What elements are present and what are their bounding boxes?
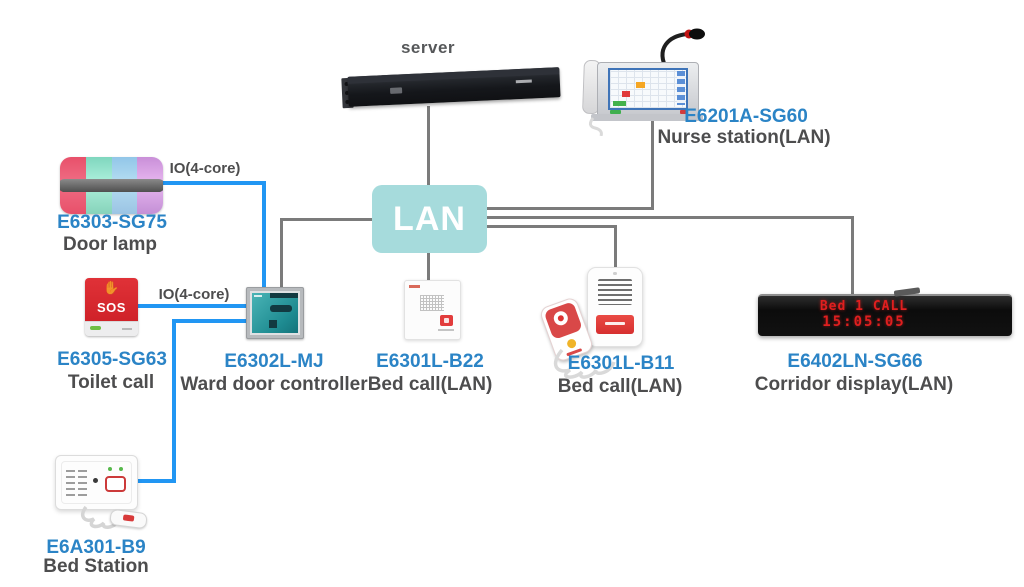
ward-door-controller-model: E6302L-MJ <box>224 351 324 372</box>
server-logo-icon <box>389 87 403 94</box>
reset-button-icon <box>90 326 101 330</box>
call-button-icon <box>596 315 634 334</box>
server-rack-icon <box>347 67 561 107</box>
hand-icon: ✋ <box>103 280 120 295</box>
bed-call-b11-name: Bed call(LAN) <box>557 376 683 397</box>
toilet-call-device: ✋ SOS <box>85 278 138 336</box>
lan-label: LAN <box>393 199 466 238</box>
nurse-station-body <box>597 62 699 118</box>
nurse-station-model: E6201A-SG60 <box>684 106 808 127</box>
bed-call-b22-model: E6301L-B22 <box>376 351 484 372</box>
toilet-call-model: E6305-SG63 <box>57 349 167 370</box>
nurse-station-device <box>582 24 715 136</box>
line-server-to-lan <box>427 106 430 187</box>
line-b11-horizontal <box>487 225 617 228</box>
line-bedstation-vertical <box>172 319 176 483</box>
line-bedstation-horizontal-bottom <box>134 479 176 483</box>
toilet-call-name: Toilet call <box>67 372 155 393</box>
mount-bracket-icon <box>893 287 921 297</box>
coiled-cord-icon <box>588 117 603 136</box>
bed-call-b11-model: E6301L-B11 <box>567 353 675 374</box>
line-lan-to-b22 <box>427 253 430 284</box>
line-doorlamp-vertical <box>262 181 266 289</box>
line-b11-vertical <box>614 225 617 273</box>
controller-screen-icon <box>252 293 298 333</box>
controller-buttons-icon <box>270 305 292 312</box>
line-controller-vertical <box>280 218 283 290</box>
call-button-icon <box>440 315 453 326</box>
bed-station-model: E6A301-B9 <box>46 537 146 558</box>
mic-hole-icon <box>93 478 98 483</box>
line-sos-to-controller <box>134 304 248 308</box>
speaker-slots-icon <box>66 470 75 496</box>
speaker-grille-icon <box>420 295 444 311</box>
led-line2: 15:05:05 <box>822 314 906 330</box>
server-label: server <box>400 38 456 57</box>
corridor-display-device: Bed 1 CALL 15:05:05 <box>758 287 1012 336</box>
door-lamp-name: Door lamp <box>63 234 157 255</box>
io-label-doorlamp: IO(4-core) <box>169 160 241 177</box>
pendant-call-button-icon <box>122 514 135 522</box>
nurse-station-name: Nurse station(LAN) <box>657 127 831 148</box>
corridor-display-model: E6402LN-SG66 <box>787 351 923 372</box>
server-tag-icon <box>515 79 532 84</box>
door-lamp-model: E6303-SG75 <box>57 212 167 233</box>
server-device <box>330 58 570 118</box>
corridor-display-name: Corridor display(LAN) <box>754 374 954 395</box>
led-display: Bed 1 CALL 15:05:05 <box>796 299 932 330</box>
line-controller-horizontal <box>280 218 374 221</box>
coiled-cord-icon <box>553 348 616 379</box>
call-button-icon <box>105 476 126 492</box>
bed-station-device <box>55 455 138 510</box>
line-doorlamp-horizontal <box>158 181 266 185</box>
io-label-sos: IO(4-core) <box>158 286 230 303</box>
ward-door-controller-name: Ward door controller <box>180 374 368 395</box>
bed-call-b11-device <box>587 267 643 347</box>
line-nurse-horizontal <box>487 207 654 210</box>
door-lamp-band-icon <box>60 179 163 192</box>
bed-call-b22-name: Bed call(LAN) <box>367 374 493 395</box>
line-corridor-vertical <box>851 216 854 296</box>
bed-call-b22-device <box>404 280 461 340</box>
bed-station-name: Bed Station <box>43 556 149 577</box>
touchscreen-icon <box>608 68 688 110</box>
brand-mark-icon <box>409 285 420 288</box>
line-bedstation-horizontal-top <box>172 319 250 323</box>
door-lamp-device <box>60 157 163 214</box>
led-line1: Bed 1 CALL <box>819 299 909 314</box>
coiled-cord-icon <box>81 505 120 529</box>
sos-button-label: SOS <box>97 300 126 315</box>
line-nurse-vertical <box>651 108 654 210</box>
status-led-icon <box>108 467 112 471</box>
line-corridor-horizontal <box>487 216 854 219</box>
lan-node: LAN <box>372 185 487 253</box>
ward-door-controller-device <box>246 287 304 339</box>
speaker-slots-icon <box>598 279 632 305</box>
